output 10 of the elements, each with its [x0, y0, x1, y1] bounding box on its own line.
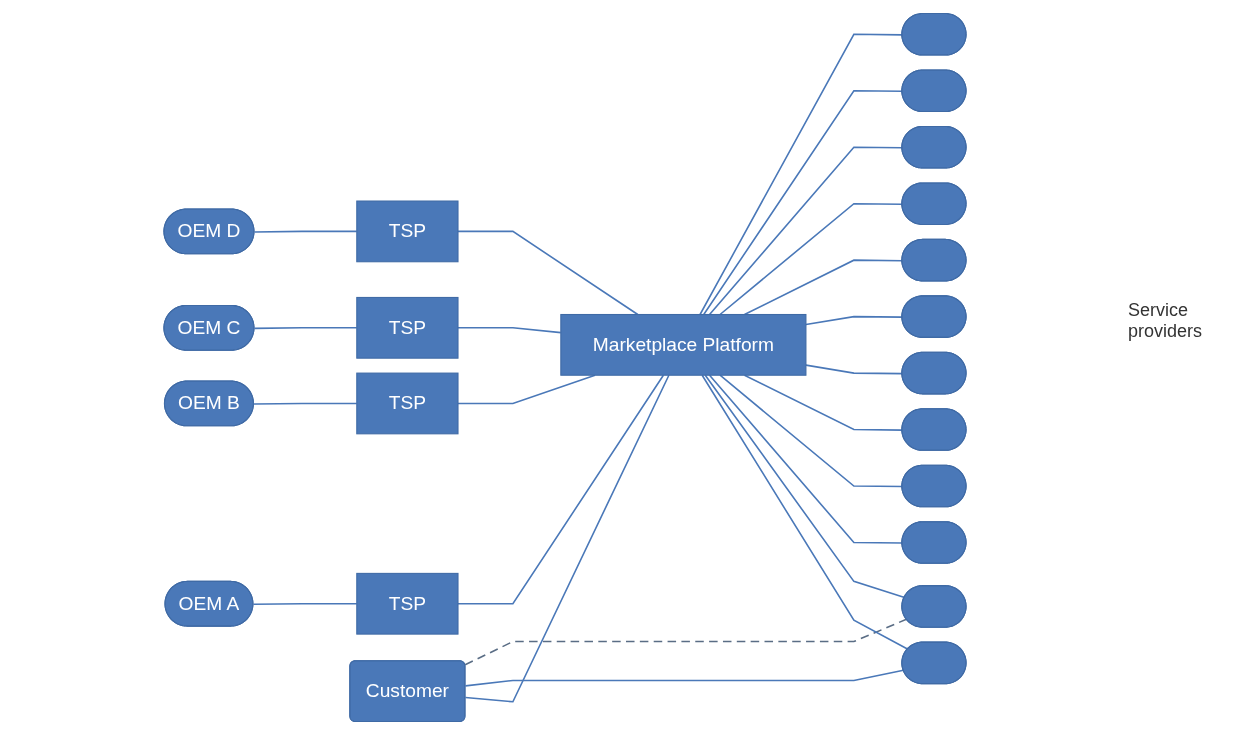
- connector: [704, 374, 906, 599]
- node-box: TSP: [356, 200, 459, 263]
- connector: [701, 374, 909, 651]
- connector: [464, 669, 905, 687]
- node-box: TSP: [356, 572, 459, 635]
- node-box: TSP: [356, 372, 459, 435]
- group-label: Service providers: [1128, 300, 1204, 342]
- node-box: TSP: [356, 296, 459, 359]
- node-box: Marketplace Platform: [560, 313, 807, 376]
- connector: [464, 374, 670, 703]
